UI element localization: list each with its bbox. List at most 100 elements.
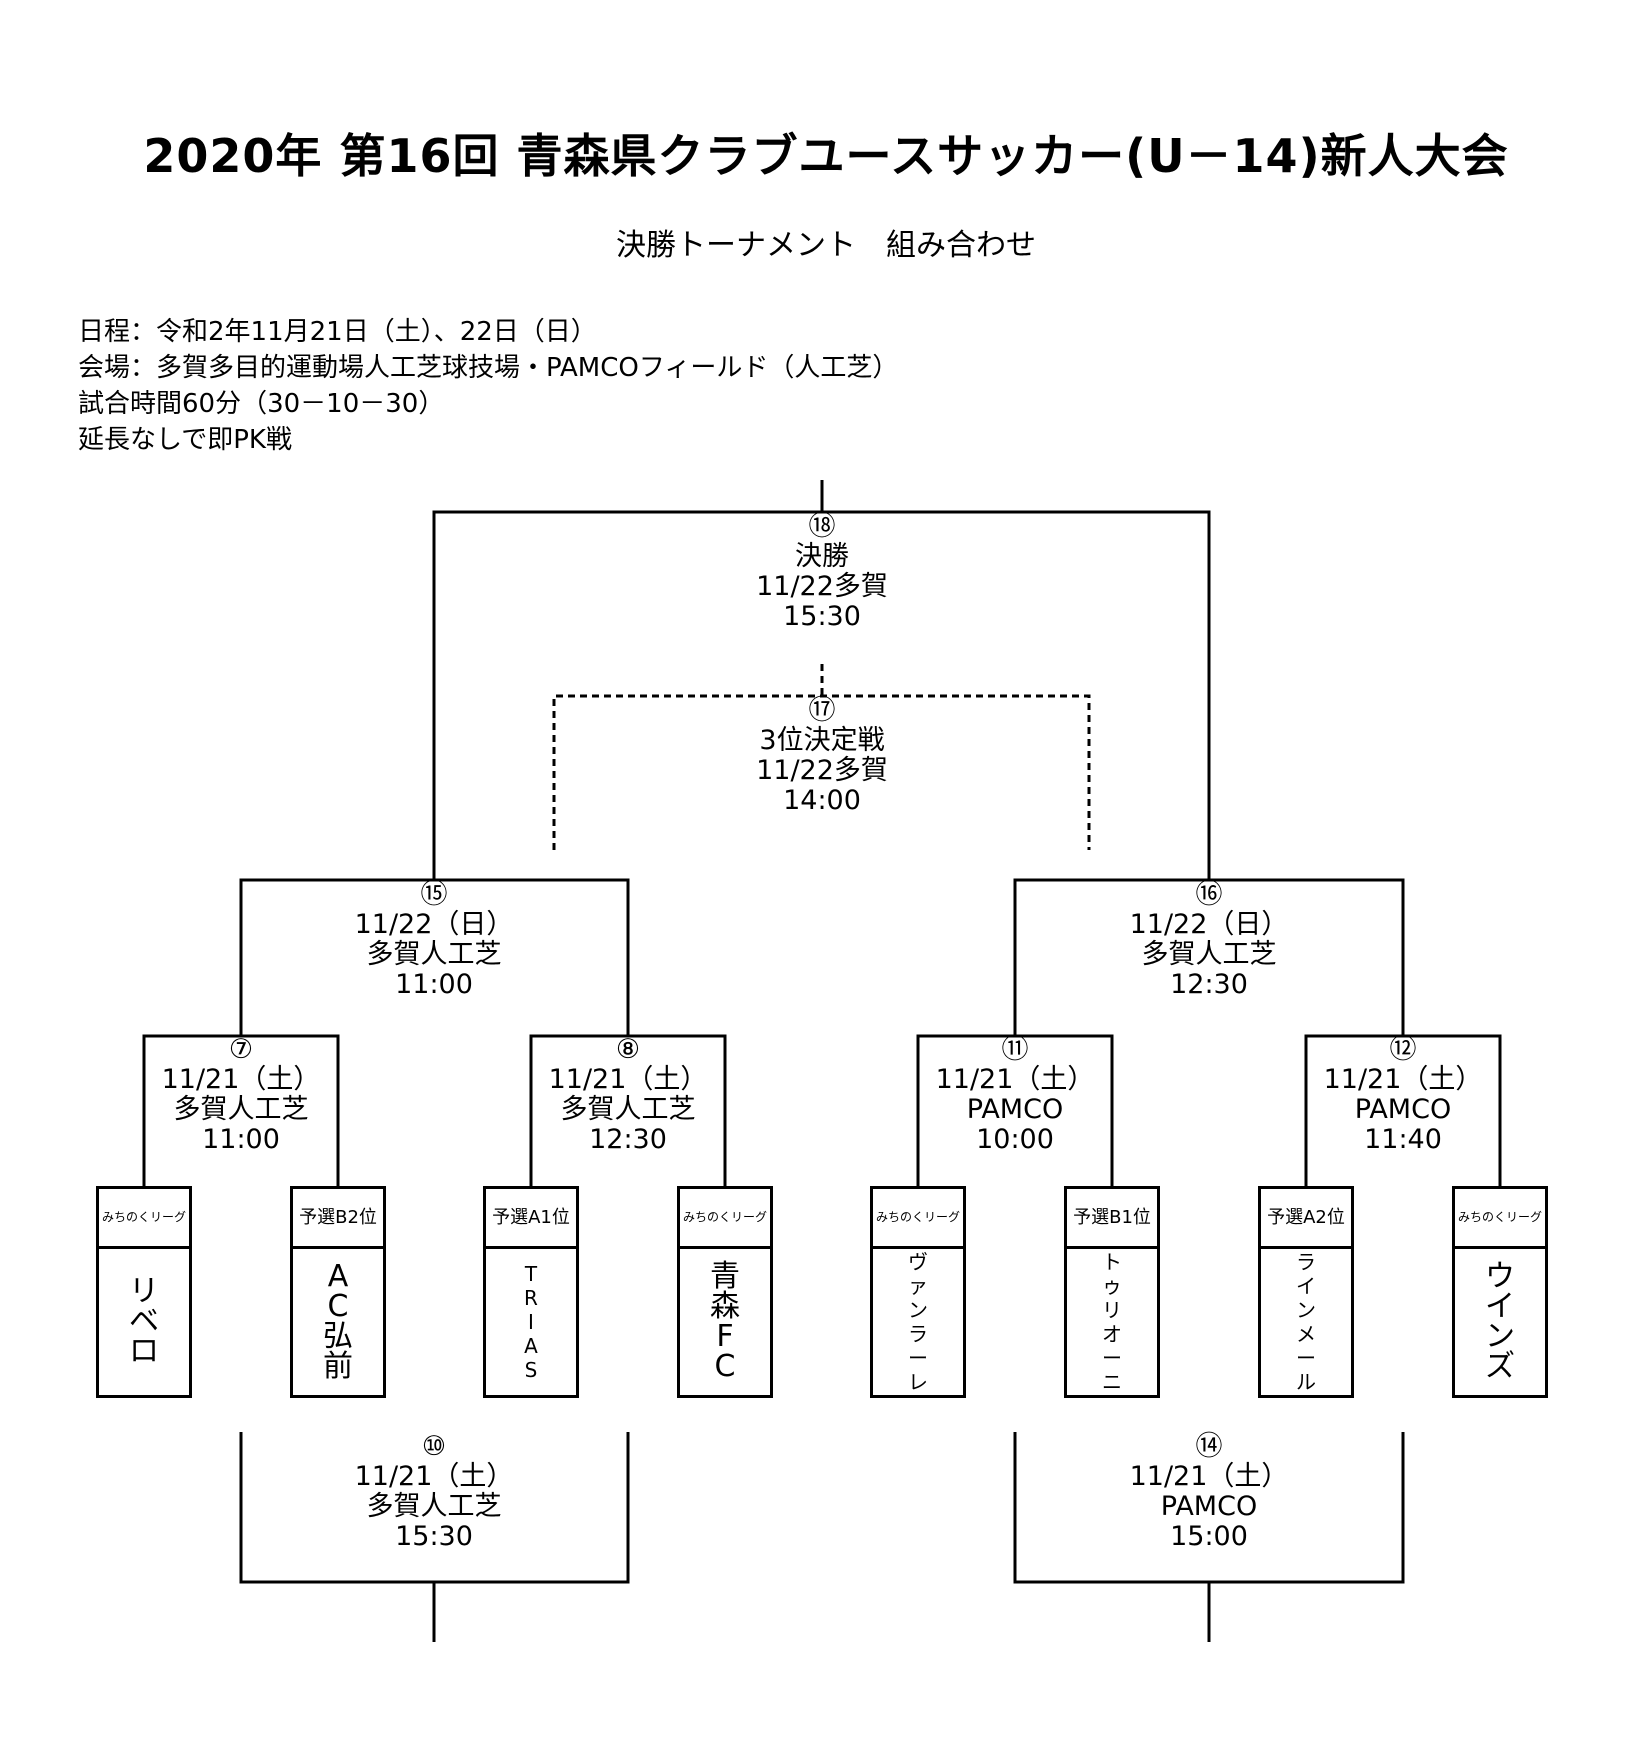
team-name-char: ー [1102,1346,1122,1370]
match-14-label: ⑭ 11/21（土） PAMCO 15:00 [1049,1432,1369,1552]
team-seed: 予選B1位 [1067,1189,1157,1249]
info-extra-time: 延長なしで即PK戦 [78,425,292,455]
team-name-char: ン [908,1298,928,1322]
team-name-char: メ [1296,1322,1316,1346]
team-name-char: オ [1102,1322,1122,1346]
team-box: 予選A2位 ラインメール [1258,1186,1354,1398]
team-name-char: I [528,1310,534,1334]
team-name: トゥリオーニ [1067,1249,1157,1395]
match-date: 11/21（土） [354,1461,514,1492]
match-17-label: ⑰ 3位決定戦 11/22多賀 14:00 [662,696,982,816]
team-name: ラインメール [1261,1249,1351,1395]
match-time: 15:30 [395,1521,473,1552]
team-seed: 予選B2位 [293,1189,383,1249]
match-venue: 多賀人工芝 [366,939,502,970]
match-time: 12:30 [589,1124,667,1155]
team-name-char: 青 [710,1259,740,1294]
match-7-label: ⑦ 11/21（土） 多賀人工芝 11:00 [81,1035,401,1155]
team-name-char: ズ [1485,1349,1515,1384]
match-18-label: ⑱ 決勝 11/22多賀 15:30 [662,512,982,632]
match-date: 11/21（土） [548,1064,708,1095]
match-number: ⑰ [808,695,836,726]
match-date: 11/21（土） [1323,1064,1483,1095]
match-venue: PAMCO [966,1094,1064,1125]
team-seed: みちのくリーグ [99,1189,189,1249]
match-venue: PAMCO [1354,1094,1452,1125]
team-name-char: レ [908,1370,928,1394]
team-name-char: ト [1102,1250,1122,1274]
team-box: みちのくリーグ ウインズ [1452,1186,1548,1398]
team-name: ウインズ [1455,1249,1545,1395]
team-box: みちのくリーグ リベロ [96,1186,192,1398]
match-15-label: ⑮ 11/22（日） 多賀人工芝 11:00 [274,880,594,1000]
team-name-char: ウ [1485,1259,1515,1294]
match-venue: PAMCO [1160,1491,1258,1522]
page-subtitle: 決勝トーナメント 組み合わせ [616,228,1036,263]
match-number: ⑪ [1001,1034,1029,1065]
team-name-char: ル [1296,1370,1316,1394]
match-date: 11/22（日） [354,909,514,940]
team-name-char: ラ [908,1322,928,1346]
match-time: 14:00 [783,785,861,816]
team-name-char: リ [1102,1298,1122,1322]
info-schedule: 日程：令和2年11月21日（土）、22日（日） [78,317,597,347]
match-date: 11/21（土） [161,1064,321,1095]
team-name-char: T [524,1262,538,1286]
match-12-label: ⑫ 11/21（土） PAMCO 11:40 [1243,1035,1563,1155]
team-box: 予選B1位 トゥリオーニ [1064,1186,1160,1398]
match-time: 15:30 [783,601,861,632]
match-11-label: ⑪ 11/21（土） PAMCO 10:00 [855,1035,1175,1155]
team-name-char: A [327,1259,349,1294]
team-name-char: ラ [1296,1250,1316,1274]
team-name-char: 弘 [323,1319,353,1354]
match-date: 11/22多賀 [756,755,888,786]
match-time: 11:00 [202,1124,280,1155]
team-name-char: イ [1485,1289,1515,1324]
team-name: リベロ [99,1249,189,1395]
team-name-char: ゥ [1102,1274,1122,1298]
team-box: みちのくリーグ ヴァンラーレ [870,1186,966,1398]
team-name-char: S [524,1358,538,1382]
match-number: ⑮ [420,879,448,910]
team-name-char: F [716,1319,734,1354]
match-venue: 多賀人工芝 [173,1094,309,1125]
match-number: ⑦ [228,1034,254,1065]
team-name-char: ン [1296,1298,1316,1322]
match-round: 決勝 [795,541,849,572]
match-date: 11/21（土） [1129,1461,1289,1492]
team-name-char: C [714,1349,736,1384]
team-seed: 予選A1位 [486,1189,576,1249]
match-round: 3位決定戦 [759,725,885,756]
team-name-char: A [524,1334,538,1358]
match-8-label: ⑧ 11/21（土） 多賀人工芝 12:30 [468,1035,788,1155]
team-name-char: ヴ [908,1250,928,1274]
match-venue: 多賀人工芝 [560,1094,696,1125]
match-venue: 多賀人工芝 [366,1491,502,1522]
page-title: 2020年 第16回 青森県クラブユースサッカー(U－14)新人大会 [143,129,1509,183]
match-time: 11:00 [395,969,473,1000]
match-time: 10:00 [976,1124,1054,1155]
team-name-char: C [327,1289,349,1324]
match-date: 11/22多賀 [756,571,888,602]
match-time: 15:00 [1170,1521,1248,1552]
event-info: 日程：令和2年11月21日（土）、22日（日） 会場：多賀多目的運動場人工芝球技… [78,314,898,458]
team-seed: みちのくリーグ [873,1189,963,1249]
team-name-char: ベ [129,1304,159,1339]
team-name-char: ロ [129,1334,159,1369]
team-name-char: R [524,1286,538,1310]
match-time: 11:40 [1364,1124,1442,1155]
info-venue: 会場：多賀多目的運動場人工芝球技場・PAMCOフィールド（人工芝） [78,353,899,383]
match-number: ⑧ [615,1034,641,1065]
info-match-time: 試合時間60分（30－10－30） [78,389,445,419]
team-name-char: イ [1296,1274,1316,1298]
match-number: ⑩ [421,1431,447,1462]
match-number: ⑫ [1389,1034,1417,1065]
team-name-char: ー [1296,1346,1316,1370]
team-name-char: ン [1485,1319,1515,1354]
match-number: ⑭ [1195,1431,1223,1462]
